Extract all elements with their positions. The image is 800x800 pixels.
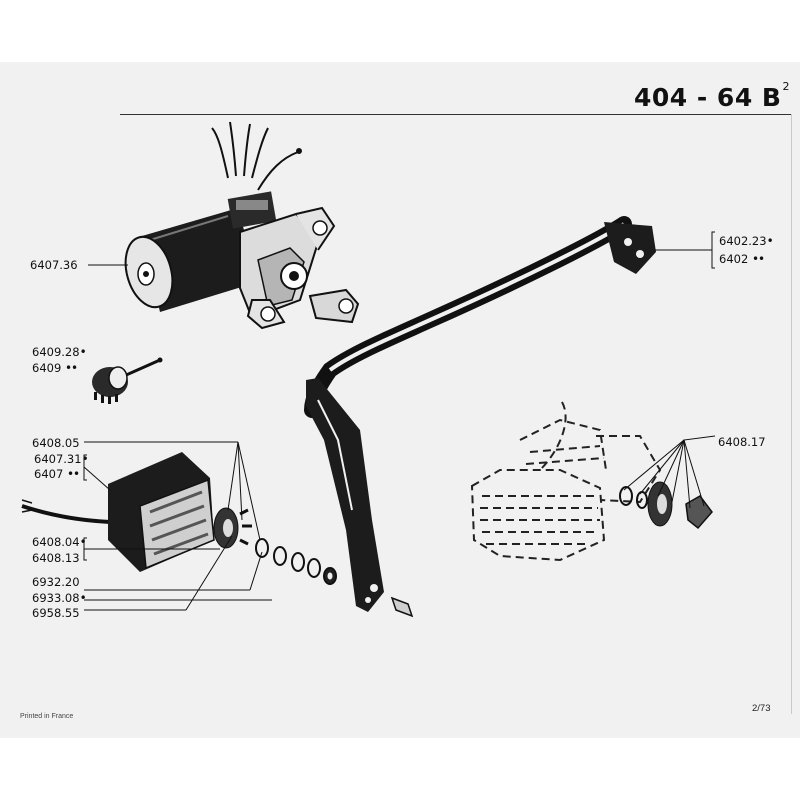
leader-lines	[83, 231, 716, 611]
page-title-superscript: 2	[782, 80, 790, 93]
part-number: 6402	[719, 252, 749, 266]
part-label-6407: 6407 ••	[34, 467, 80, 481]
motor-exploded-drawing	[21, 452, 337, 585]
margin-rule	[791, 114, 792, 714]
part-number: 6407.36	[30, 258, 78, 272]
marker: ••	[751, 252, 765, 266]
part-label-640804: 6408.04•	[32, 535, 87, 549]
wiper-motor-drawing	[124, 121, 360, 330]
part-label-640817: 6408.17	[718, 435, 766, 449]
part-label-640928: 6409.28•	[32, 345, 87, 359]
part-label-693308: 6933.08•	[32, 591, 87, 605]
part-label-6409: 6409 ••	[32, 361, 78, 375]
part-number: 6409	[32, 361, 62, 375]
switch-drawing	[92, 357, 163, 404]
header-rule	[120, 114, 792, 115]
part-number: 6408.05	[32, 436, 80, 450]
marker: •	[79, 591, 87, 605]
marker: •	[79, 535, 87, 549]
part-number: 6408.17	[718, 435, 766, 449]
marker: •	[766, 234, 774, 248]
part-number: 6407	[34, 467, 64, 481]
part-number: 6409.28	[32, 345, 80, 359]
part-number: 6932.20	[32, 575, 80, 589]
part-number: 6958.55	[32, 606, 80, 620]
part-number: 6402.23	[719, 234, 767, 248]
part-number: 6408.04	[32, 535, 80, 549]
part-label-6402: 6402 ••	[719, 252, 765, 266]
part-label-640813: 6408.13	[32, 551, 80, 565]
marker: ••	[66, 467, 80, 481]
page-number: 2/73	[752, 703, 771, 714]
part-number: 6408.13	[32, 551, 80, 565]
part-label-640731: 6407.31•	[34, 452, 89, 466]
catalog-sheet	[0, 62, 800, 738]
page-title: 404 - 64 B2	[602, 80, 790, 112]
part-label-693220: 6932.20	[32, 575, 80, 589]
printed-note: Printed in France	[20, 713, 74, 720]
part-label-640223: 6402.23•	[719, 234, 774, 248]
part-label-640805: 6408.05	[32, 436, 80, 450]
part-label-695855: 6958.55	[32, 606, 80, 620]
page-title-text: 404 - 64 B	[633, 83, 782, 112]
part-number: 6407.31	[34, 452, 82, 466]
linkage-arm-drawing	[304, 216, 656, 618]
marker: •	[79, 345, 87, 359]
part-label-640736: 6407.36	[30, 258, 78, 272]
part-number: 6933.08	[32, 591, 80, 605]
marker: ••	[64, 361, 78, 375]
ghost-assembly-drawing	[470, 401, 713, 562]
marker: •	[81, 452, 89, 466]
